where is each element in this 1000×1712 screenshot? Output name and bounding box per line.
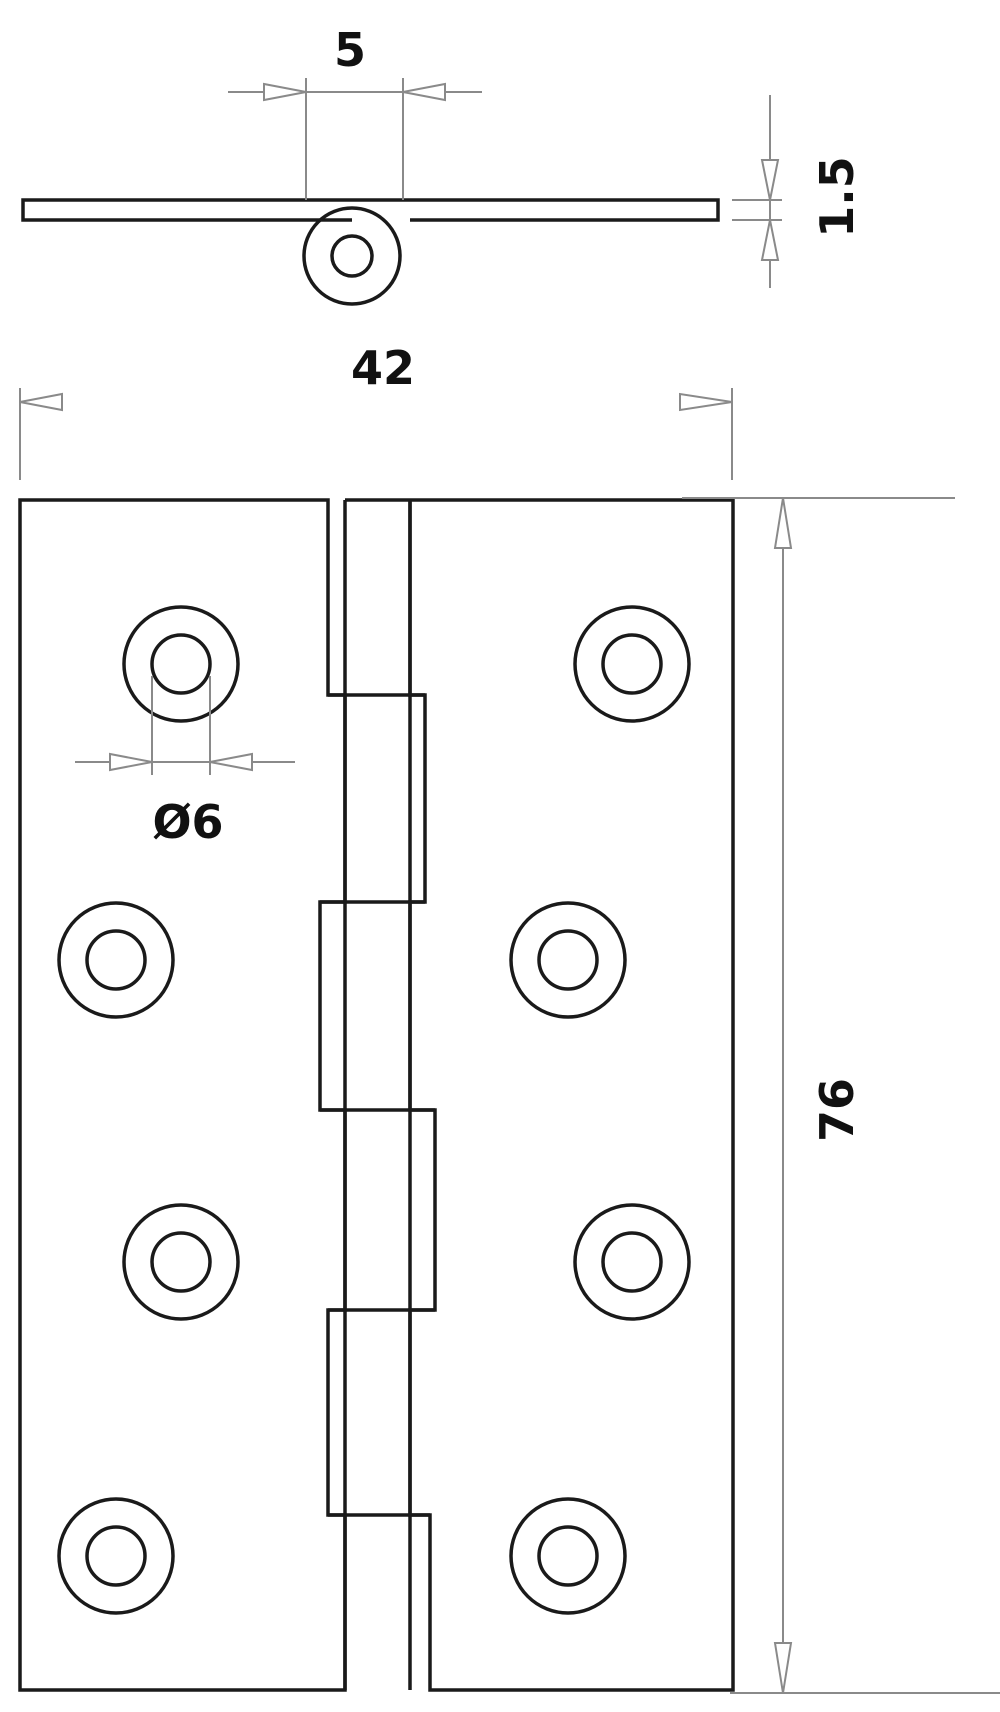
- knuckle-outer-circle: [302, 206, 402, 306]
- screw-hole: [122, 605, 240, 723]
- dimension-hole-diameter: Ø6: [75, 676, 295, 849]
- dim-thickness-label: 1.5: [810, 156, 864, 238]
- left-leaf: [18, 498, 347, 1692]
- screw-hole: [509, 1497, 627, 1615]
- front-view: [18, 498, 735, 1692]
- screw-hole: [509, 901, 627, 1019]
- screw-hole: [122, 1203, 240, 1321]
- screw-hole: [573, 1203, 691, 1321]
- dim-knuckle-width-label: 5: [334, 23, 366, 77]
- pin-circle: [330, 234, 374, 278]
- dim-open-width-label: 42: [351, 341, 415, 395]
- right-leaf: [345, 498, 735, 1692]
- screw-hole: [57, 901, 175, 1019]
- dimension-open-width: 42: [19, 341, 733, 480]
- top-view: [21, 198, 720, 306]
- dimension-height: 76: [682, 497, 1000, 1694]
- dim-height-label: 76: [810, 1078, 864, 1142]
- dimension-thickness: 1.5: [732, 95, 864, 288]
- left-leaf-profile: [21, 198, 352, 222]
- dimension-knuckle-width: 5: [228, 23, 482, 200]
- right-leaf-profile: [352, 198, 720, 222]
- dim-hole-diameter-label: Ø6: [152, 795, 223, 849]
- screw-hole: [57, 1497, 175, 1615]
- screw-hole: [573, 605, 691, 723]
